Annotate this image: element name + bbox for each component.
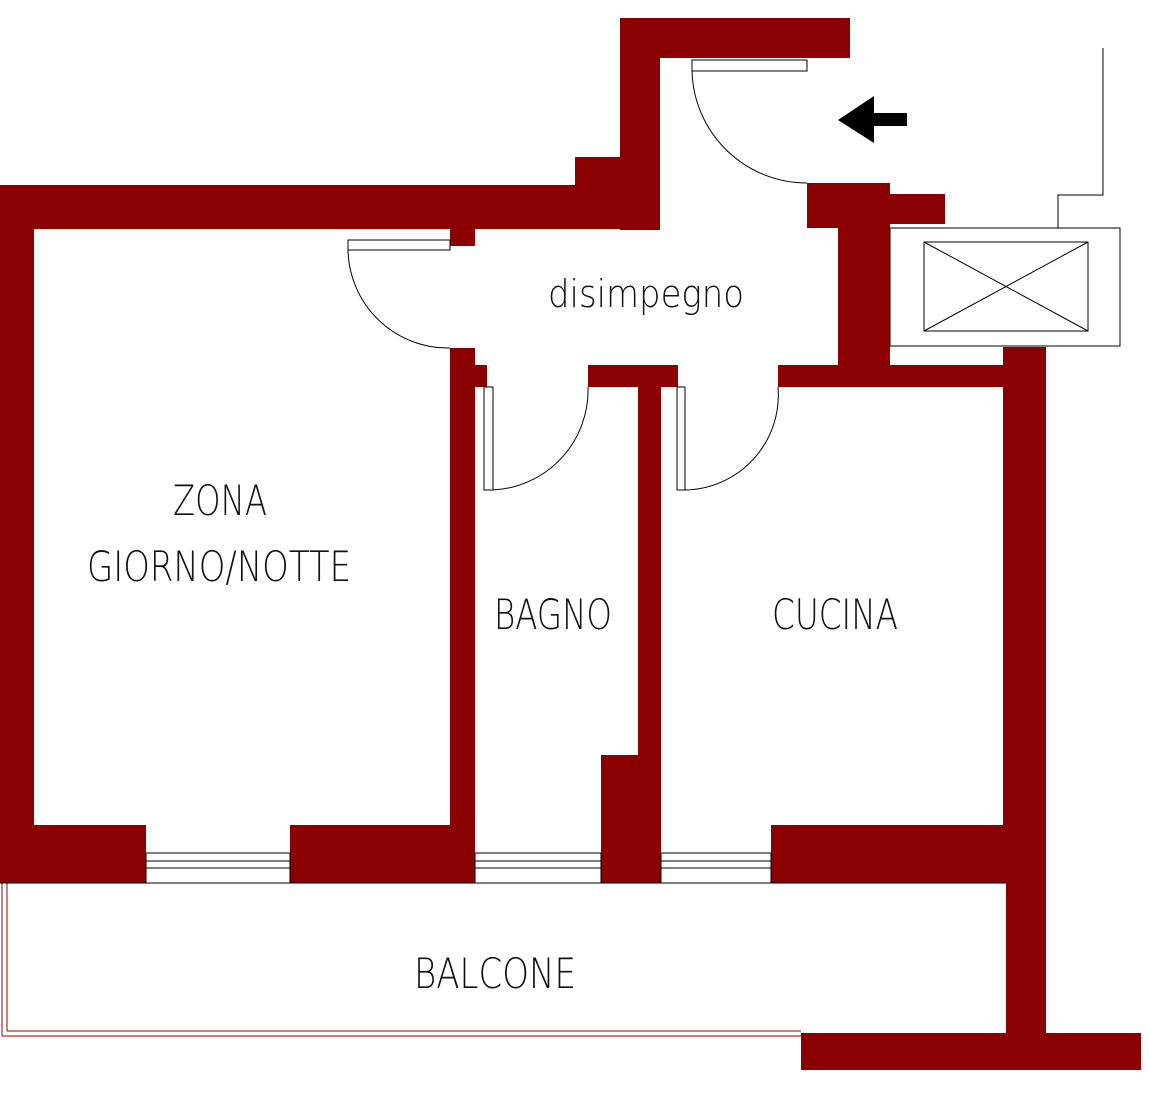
crossed-box-icon: [889, 227, 1121, 347]
label-giorno-notte: GIORNO/NOTTE: [87, 542, 351, 591]
wall-kitchen-bottom: [771, 825, 1046, 883]
door-kitchen[interactable]: [676, 386, 779, 491]
window-bath: [474, 852, 602, 884]
wall-top-left: [0, 185, 620, 229]
wall-living-bottom-left: [0, 825, 146, 883]
balcony-outline: [1, 883, 801, 1037]
label-cucina: CUCINA: [772, 590, 898, 639]
wall-jamb-living-top: [450, 228, 475, 246]
wall-living-bottom-right: [290, 825, 475, 883]
label-balcone: BALCONE: [414, 949, 576, 998]
wall-right: [1003, 347, 1046, 883]
label-disimpegno: disimpegno: [548, 272, 744, 316]
arrow-left-icon: [838, 96, 907, 143]
label-bagno: BAGNO: [494, 590, 612, 639]
door-bath[interactable]: [483, 386, 589, 491]
wall-bath-kitchen-upper: [638, 365, 661, 755]
window-kitchen: [660, 852, 772, 884]
wall-entry-top: [620, 18, 850, 58]
wall-bath-kitchen-lower: [601, 755, 661, 883]
wall-entry-column: [838, 183, 890, 387]
door-living[interactable]: [347, 239, 451, 349]
door-entrance[interactable]: [691, 59, 808, 184]
wall-balcony-bottom: [801, 1033, 1141, 1070]
window-living: [145, 852, 291, 884]
room-labels: ZONA GIORNO/NOTTE disimpegno BAGNO CUCIN…: [87, 272, 898, 998]
label-zona: ZONA: [173, 476, 267, 525]
wall-step: [575, 157, 625, 187]
wall-bath-top: [588, 365, 678, 387]
windows: [145, 852, 772, 884]
walls: [0, 18, 1141, 1070]
wall-living-bath: [450, 348, 475, 883]
external-outline: [1057, 48, 1104, 228]
wall-jamb-bath-left: [450, 365, 487, 387]
doors: [347, 59, 808, 491]
wall-left: [0, 185, 34, 883]
